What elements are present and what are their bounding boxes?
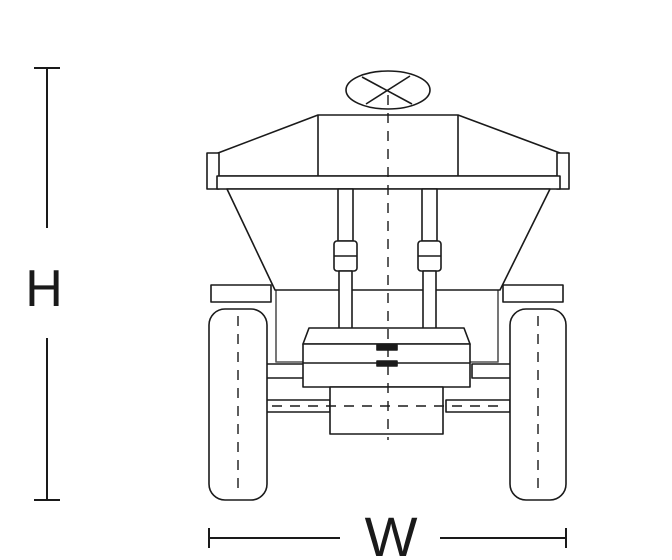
steering-wheel xyxy=(345,70,431,110)
right-wheel xyxy=(502,284,567,501)
chassis-center xyxy=(302,327,471,435)
width-dimension xyxy=(208,528,567,548)
width-label: W xyxy=(365,505,418,560)
dumper-vehicle xyxy=(206,70,570,501)
height-dimension xyxy=(34,67,60,501)
hydraulic-rams xyxy=(333,188,442,330)
left-wheel xyxy=(208,284,272,501)
skip-top xyxy=(206,114,570,190)
height-label: H xyxy=(25,260,63,318)
center-lines xyxy=(237,95,539,496)
